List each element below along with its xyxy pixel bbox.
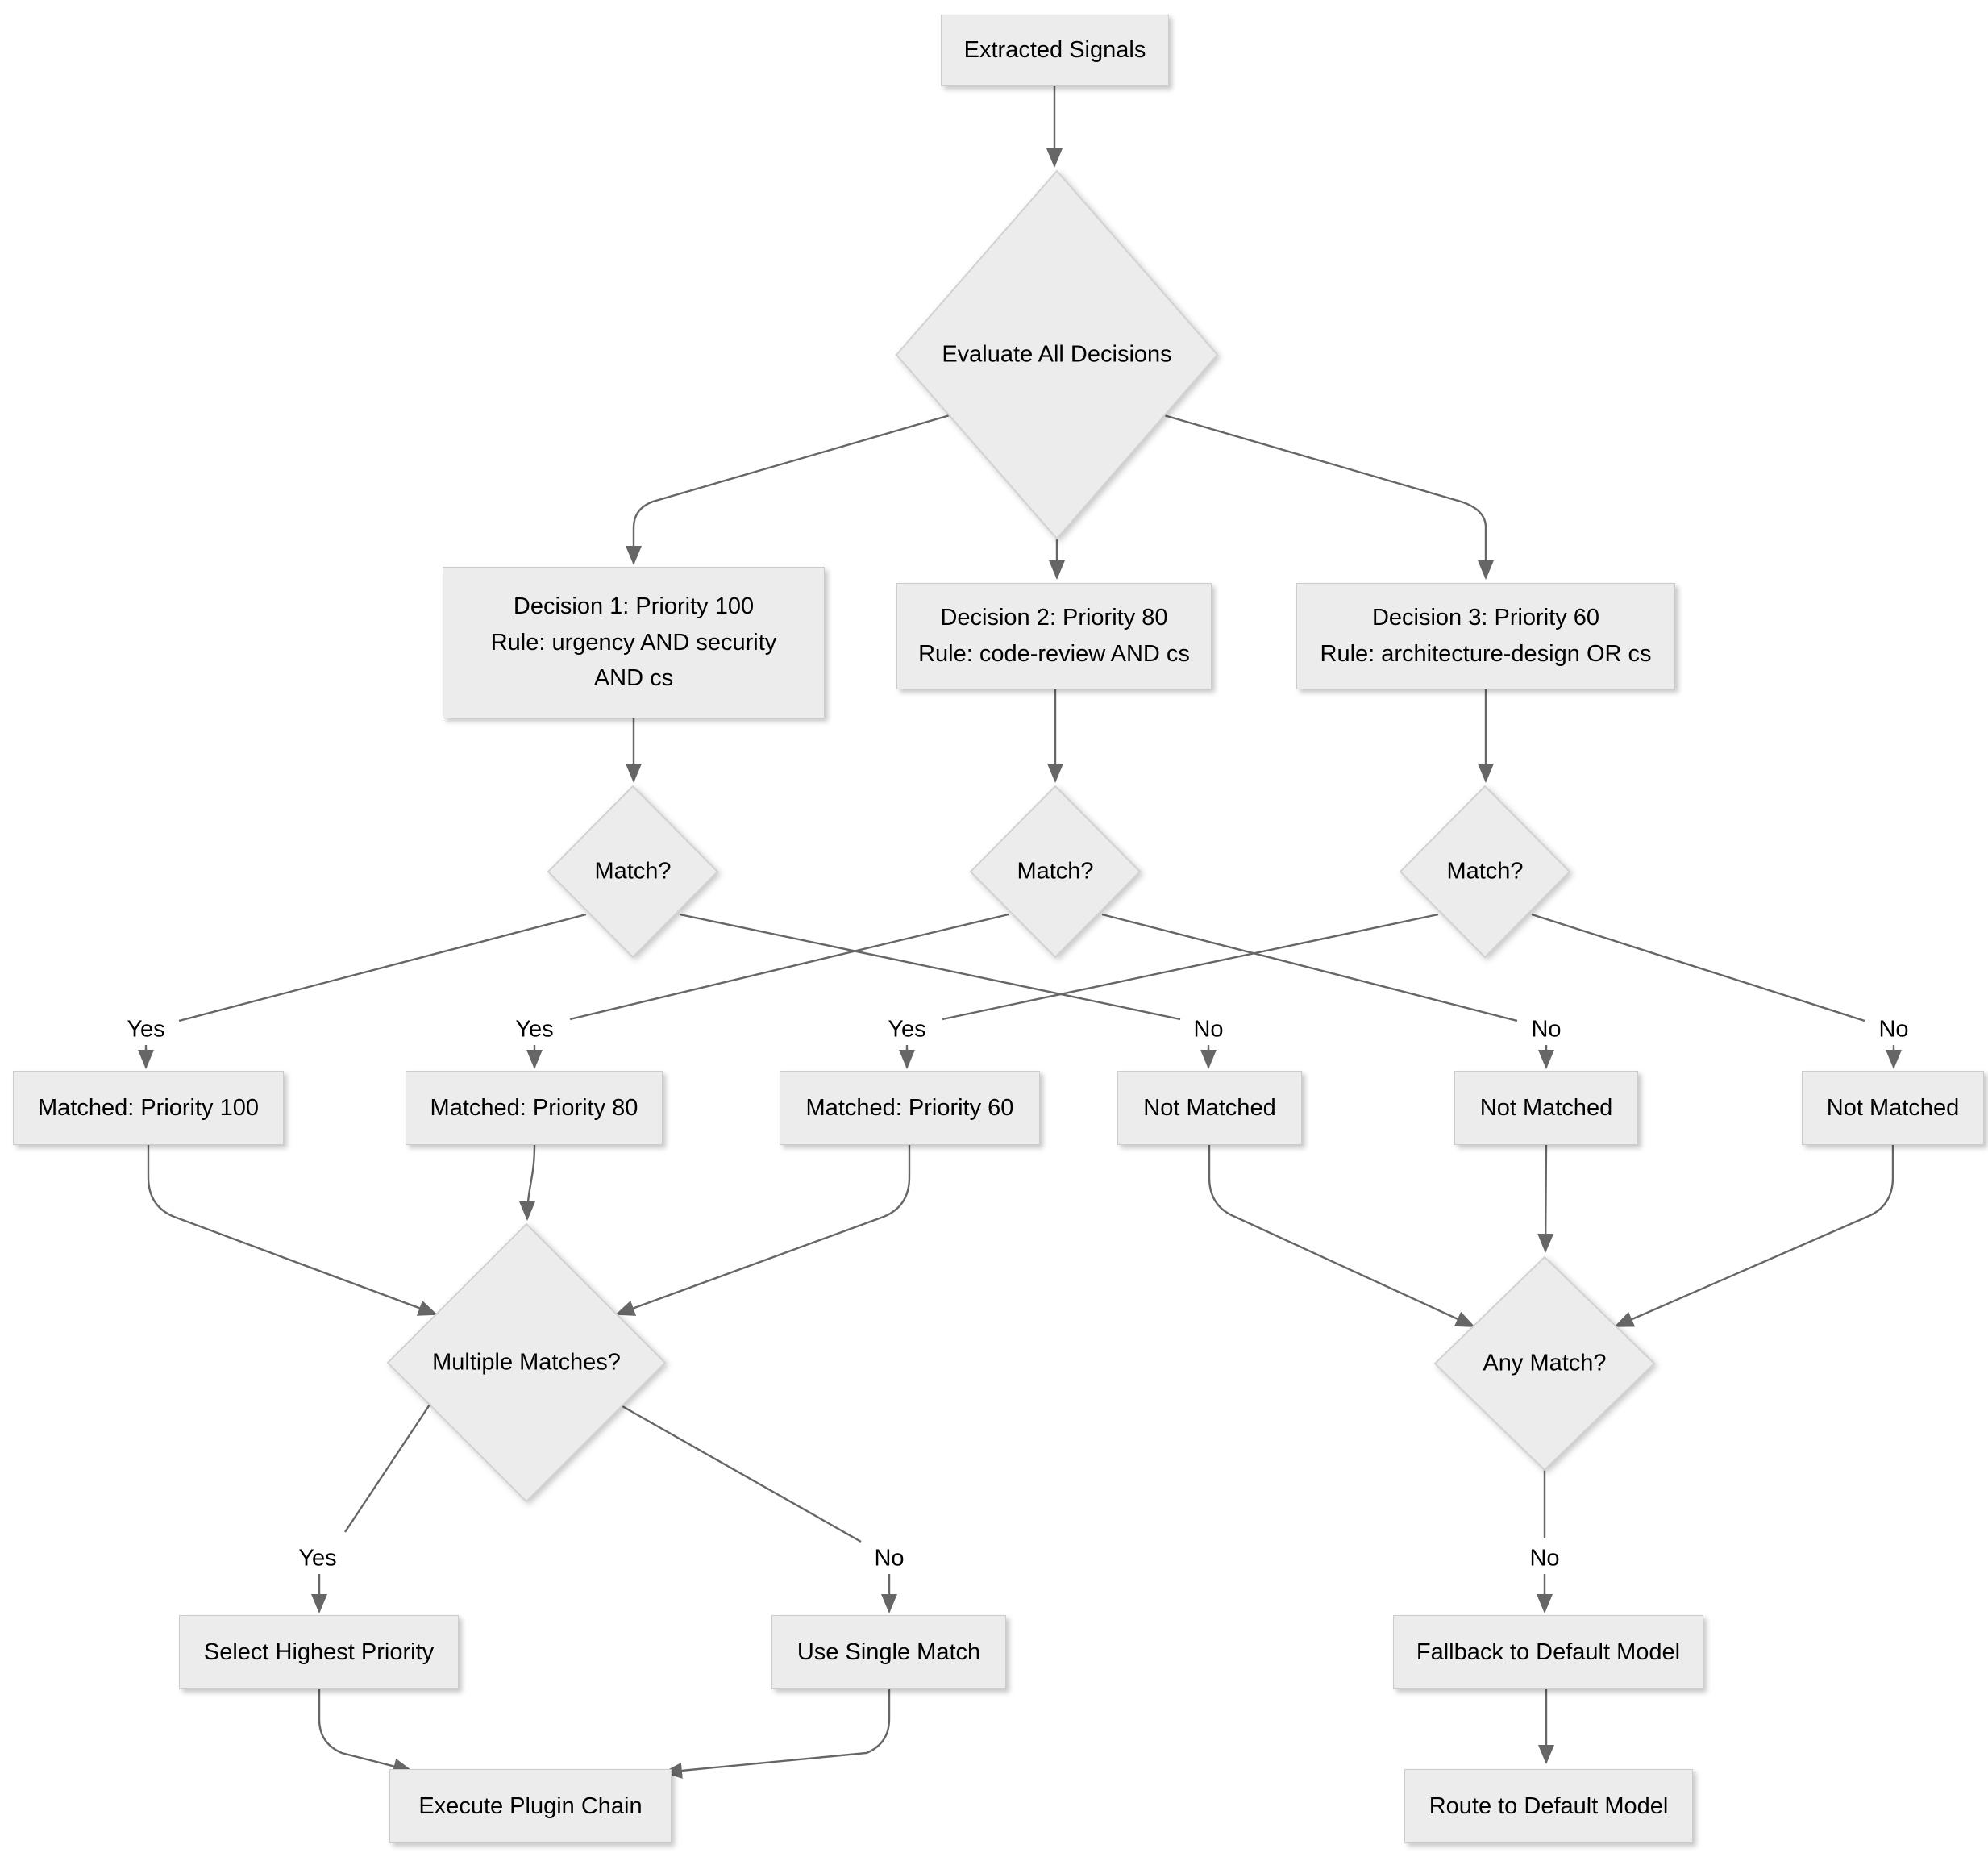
- decision-diamond-match2: [969, 785, 1142, 959]
- edge-label-multiple-yes: Yes: [295, 1545, 340, 1572]
- node-not-matched-2: Not Matched: [1454, 1071, 1638, 1145]
- node-decision1: Decision 1: Priority 100 Rule: urgency A…: [443, 567, 825, 718]
- edge-label-match1-no: No: [1190, 1016, 1227, 1043]
- edge-match1-yes-line: [178, 913, 587, 1022]
- node-route-to-default-model: Route to Default Model: [1404, 1769, 1693, 1843]
- node-not-matched-3: Not Matched: [1802, 1071, 1984, 1145]
- edge-label-match1-yes: Yes: [123, 1016, 168, 1043]
- edge-notmatched3-to-anymatch: [1614, 1145, 1894, 1328]
- node-execute-plugin-chain: Execute Plugin Chain: [389, 1769, 672, 1843]
- edge-match1-no-line: [679, 913, 1181, 1021]
- edge-evaluate-to-decision3: [1163, 414, 1494, 580]
- decision-diamond-evaluate: [895, 169, 1219, 540]
- edge-matched80-to-multiple: [519, 1144, 536, 1221]
- edge-match3-no-line: [1531, 913, 1865, 1022]
- edge-label-match2-no: No: [1528, 1016, 1565, 1043]
- node-extracted-signals: Extracted Signals: [941, 15, 1169, 86]
- edge-label-match3-yes: Yes: [884, 1016, 930, 1043]
- label-multiple-matches: Multiple Matches?: [432, 1349, 621, 1376]
- edge-label-match3-no: No: [1875, 1016, 1912, 1043]
- node-matched-priority-80: Matched: Priority 80: [406, 1071, 663, 1145]
- label-match2: Match?: [1017, 858, 1094, 885]
- edge-match3-yes-line: [942, 913, 1439, 1021]
- node-select-highest-priority: Select Highest Priority: [179, 1615, 459, 1689]
- edge-notmatched1-to-anymatch: [1208, 1145, 1475, 1328]
- decision-diamond-multiple-matches: [386, 1222, 667, 1503]
- decision-diamond-match3: [1399, 785, 1571, 959]
- edge-match2-yes-line: [569, 913, 1009, 1021]
- edge-matched100-to-multiple: [147, 1145, 438, 1316]
- node-use-single-match: Use Single Match: [771, 1615, 1006, 1689]
- edge-usesingle-to-execute: [663, 1689, 891, 1779]
- label-match1: Match?: [594, 858, 672, 885]
- edge-evaluate-to-decision1: [626, 414, 950, 565]
- decision-diamond-any-match: [1433, 1255, 1656, 1472]
- node-decision2: Decision 2: Priority 80 Rule: code-revie…: [896, 583, 1212, 689]
- node-matched-priority-100: Matched: Priority 100: [13, 1071, 284, 1145]
- edge-multiple-yes-line: [344, 1404, 430, 1533]
- edge-match2-no-line: [1101, 913, 1518, 1022]
- node-fallback-to-default-model: Fallback to Default Model: [1393, 1615, 1703, 1689]
- decision-diamond-match1: [547, 785, 719, 959]
- edge-multiple-no-line: [622, 1405, 862, 1543]
- edge-label-multiple-no: No: [871, 1545, 908, 1572]
- node-decision3: Decision 3: Priority 60 Rule: architectu…: [1296, 583, 1675, 689]
- label-match3: Match?: [1446, 858, 1524, 885]
- edge-notmatched2-to-anymatch: [1537, 1144, 1554, 1253]
- edge-label-anymatch-no: No: [1526, 1545, 1563, 1572]
- node-not-matched-1: Not Matched: [1117, 1071, 1302, 1145]
- edge-label-match2-yes: Yes: [512, 1016, 557, 1043]
- node-matched-priority-60: Matched: Priority 60: [780, 1071, 1040, 1145]
- edge-selecthighest-to-execute: [318, 1689, 413, 1775]
- label-any-match: Any Match?: [1483, 1350, 1607, 1376]
- edge-matched60-to-multiple: [615, 1145, 911, 1316]
- label-evaluate-all-decisions: Evaluate All Decisions: [942, 341, 1172, 368]
